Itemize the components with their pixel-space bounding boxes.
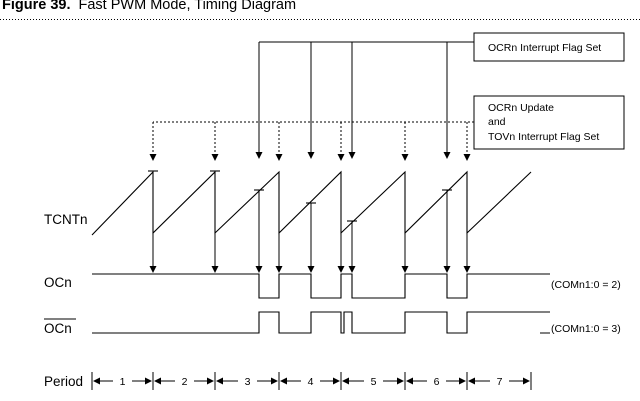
label-tcnt: TCNTn	[44, 212, 88, 227]
callout-ocrn-interrupt-flag-text: OCRn Interrupt Flag Set	[488, 42, 601, 54]
callout-ocrn-update: OCRn Update and TOVn Interrupt Flag Set	[473, 95, 625, 150]
figure-caption: Fast PWM Mode, Timing Diagram	[78, 0, 297, 13]
period-ticks	[91, 372, 532, 390]
interrupt-flag-connectors	[255, 41, 474, 159]
ocn-inverted-waveform	[92, 311, 550, 334]
update-flag-connectors	[149, 121, 474, 161]
label-ocn: OCn	[44, 275, 72, 290]
period-numbers: 1 2 3 4 5 6 7	[120, 376, 503, 388]
period-number-1: 1	[120, 376, 126, 388]
ocn-edge-arrows	[149, 190, 471, 273]
ocn-inv-mode-label: (COMn1:0 = 3)	[551, 323, 621, 335]
period-number-5: 5	[371, 376, 377, 388]
period-number-3: 3	[245, 376, 251, 388]
label-ocn-inverted: OCn	[44, 321, 72, 336]
callout-ocrn-update-line2: and	[488, 116, 506, 128]
figure-number: Figure 39.	[2, 0, 71, 13]
callout-ocrn-update-line1: OCRn Update	[488, 102, 554, 114]
period-number-7: 7	[497, 376, 503, 388]
figure-title: Figure 39. Fast PWM Mode, Timing Diagram	[2, 0, 296, 13]
label-period: Period	[44, 374, 83, 389]
period-number-4: 4	[308, 376, 314, 388]
ocn-waveform	[92, 273, 550, 299]
callout-ocrn-interrupt-flag: OCRn Interrupt Flag Set	[473, 32, 625, 62]
period-number-6: 6	[434, 376, 440, 388]
callout-ocrn-update-line3: TOVn Interrupt Flag Set	[488, 131, 599, 143]
period-number-2: 2	[182, 376, 188, 388]
ocn-mode-label: (COMn1:0 = 2)	[551, 279, 621, 291]
